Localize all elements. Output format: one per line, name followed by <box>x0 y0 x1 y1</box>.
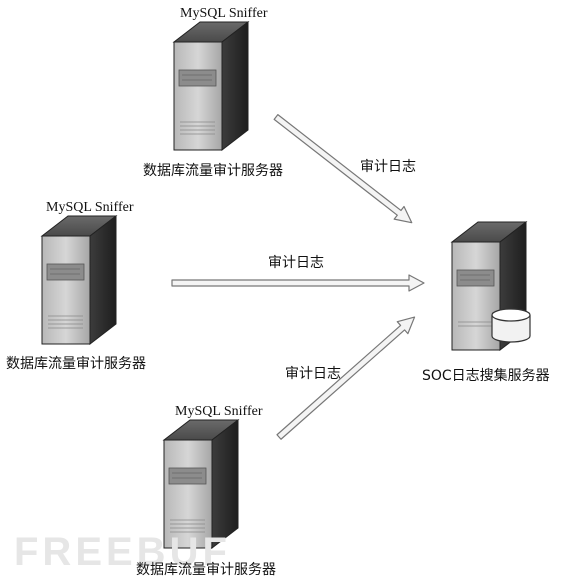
server-icon-middle <box>40 214 118 346</box>
source-title-top: MySQL Sniffer <box>180 6 268 21</box>
source-caption-top: 数据库流量审计服务器 <box>143 163 283 179</box>
edge-label-middle: 审计日志 <box>268 255 324 271</box>
source-title-middle: MySQL Sniffer <box>46 200 134 215</box>
database-icon <box>491 308 531 343</box>
source-caption-middle: 数据库流量审计服务器 <box>6 356 146 372</box>
server-icon-bottom <box>162 418 240 550</box>
arrow-bottom-to-soc <box>276 316 416 440</box>
server-icon-top <box>172 20 250 152</box>
edge-label-bottom: 审计日志 <box>285 366 341 382</box>
arrow-middle-to-soc <box>171 274 425 292</box>
watermark: FREEBUF <box>14 530 231 574</box>
source-title-bottom: MySQL Sniffer <box>175 404 263 419</box>
edge-label-top: 审计日志 <box>360 159 416 175</box>
source-caption-bottom: 数据库流量审计服务器 <box>136 562 276 578</box>
arrow-top-to-soc <box>273 114 413 224</box>
soc-server-caption: SOC日志搜集服务器 <box>422 368 550 384</box>
